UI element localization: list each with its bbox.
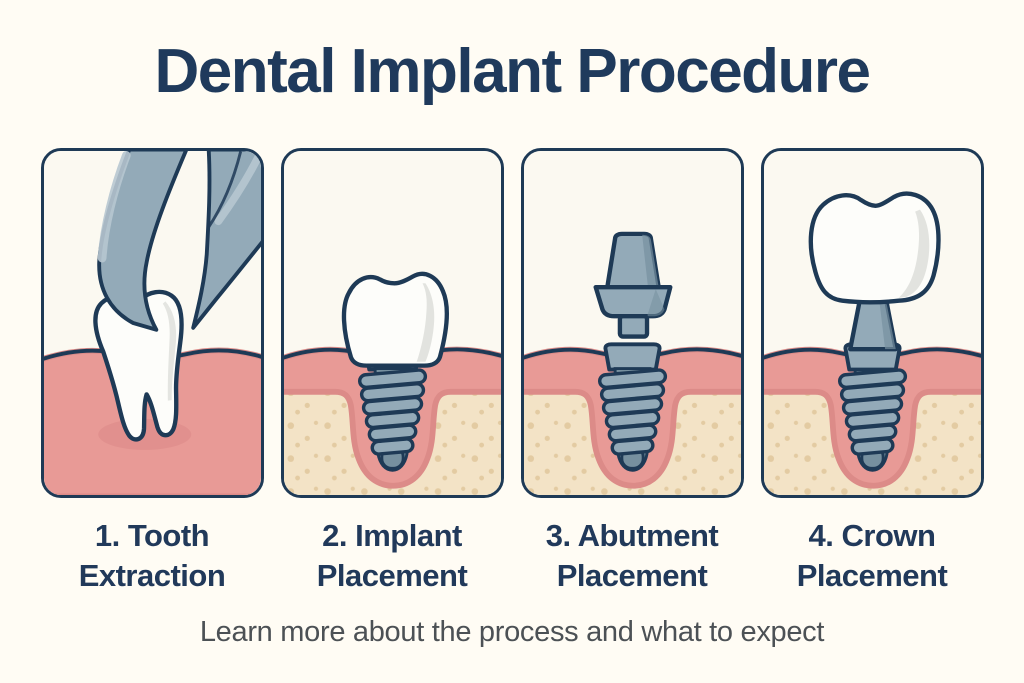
implant-screw — [597, 342, 667, 472]
implant-screw — [837, 367, 907, 472]
crown-on-implant-in-gum-icon — [283, 151, 501, 495]
footer-tagline: Learn more about the process and what to… — [199, 616, 825, 648]
panel-abutment-placement — [520, 148, 744, 498]
tooth-crown — [341, 271, 449, 368]
step-labels-row: 1. Tooth Extraction 2. Implant Placement… — [0, 516, 1024, 595]
forceps-extracting-tooth-icon — [43, 151, 261, 495]
abutment — [593, 231, 672, 339]
crown-above-abutment-implant-icon — [763, 151, 981, 495]
page-title: Dental Implant Procedure — [154, 37, 871, 106]
forceps-icon — [96, 151, 261, 332]
panel-crown-placement — [760, 148, 984, 498]
abutment-above-implant-icon — [523, 151, 741, 495]
step-label-tooth-extraction: 1. Tooth Extraction — [78, 518, 226, 593]
abutment — [842, 297, 902, 372]
tooth-crown — [808, 191, 941, 305]
step-label-implant-placement: 2. Implant Placement — [316, 518, 468, 593]
procedure-panels-row — [0, 148, 1024, 498]
panel-implant-placement — [280, 148, 504, 498]
panel-tooth-extraction — [40, 148, 264, 498]
step-label-crown-placement: 4. Crown Placement — [796, 518, 948, 593]
step-label-abutment-placement: 3. Abutment Placement — [545, 518, 719, 593]
